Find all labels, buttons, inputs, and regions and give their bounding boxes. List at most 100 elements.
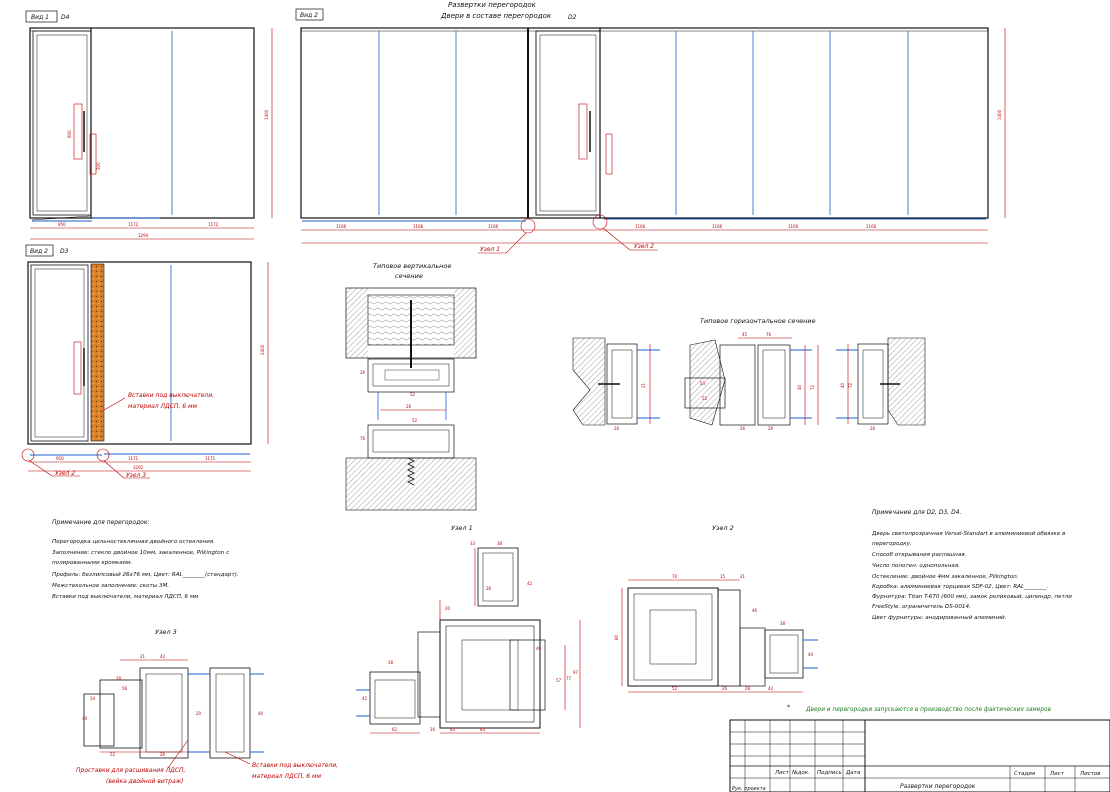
dim-label: 26 [430,727,436,732]
dim-label: 26 [406,404,412,409]
stamp-header: №док. [791,770,810,776]
dim-label: 1166 [635,224,646,229]
dim-label: 56 [122,686,128,691]
dim-label: 3292 [133,465,144,470]
dim-label: 26 [160,752,166,757]
dim-label: 97 [573,670,579,675]
view-2-code: D2 [568,14,577,21]
dim-label: 1172 [208,222,219,227]
dim-label: 52 [412,418,418,423]
callout-spacers: Проставки для расшивания ЛДСП, [76,767,186,774]
stamp-header: Дата [845,770,861,776]
dim-label: 600 [67,130,72,138]
callout-uzel-2b: Узел 2 [55,470,75,477]
notes-right-title: Примечание для D2, D3, D4. [872,509,962,516]
dim-label: 26 [360,370,366,375]
view-3-label: Вид 2 [30,248,48,255]
dim-label: 83 [450,727,456,732]
dim-label: 76 [766,332,772,337]
dim-label: 52 [410,392,416,397]
view-3: Вид 2 D3 2400 950 1171 1171 3292 Вставки… [21,244,269,479]
node-3-title: Узел 3 [155,628,177,636]
title-block: Лист №док. Подпись Дата Стадия Лист Лист… [729,719,1110,792]
dim-label: 1166 [413,224,424,229]
dim-label: 26 [870,426,876,431]
dim-label: 62 [392,727,398,732]
stamp-right-header: Листов [1079,771,1101,777]
dim-label: 1166 [336,224,347,229]
node-2: Узел 2 70 15 21 80 46 38 52 26 42 40 28 [614,524,818,693]
dim-label: 26 [614,426,620,431]
stamp-header: Лист [774,770,790,776]
dim-label: 300 [96,162,101,170]
dim-label: 2400 [260,344,265,355]
node-3: Узел 3 21 42 56 28 34 40 52 26 40 20 Про… [76,628,338,785]
horizontal-section: Типовое горизонтальное сечение 21 26 45 … [572,317,926,431]
node-1: Узел 1 38 33 42 77 20 36 57 97 40 38 83 … [356,524,581,734]
dim-label: 26 [722,686,728,691]
stamp-header: Подпись [817,770,842,776]
dim-label: 38 [388,660,394,665]
notes-left-line: Межстекольное заполнение: скоты 3М. [52,583,169,589]
dim-label: 26 [768,426,774,431]
dim-label: 1171 [205,456,216,461]
notes-right-line: Способ открывания распашная. [872,552,967,558]
callout-uzel-2: Узел 2 [634,243,654,250]
dim-label: 15 [720,574,726,579]
notes-right-line: Остекление: двойное 4мм закаленное, Pilk… [872,574,1019,580]
callout-uzel-1: Узел 1 [480,246,500,253]
dim-label: 36 [486,586,492,591]
dim-label: 52 [110,752,116,757]
callout-spacers-line2: (вейка двойной витраж) [106,778,184,785]
dim-label: 72 [810,384,815,390]
dim-label: 20 [445,606,451,611]
dim-label: 40 [258,711,264,716]
door-handle [73,103,83,160]
dim-label: 77 [566,676,572,681]
node-2-title: Узел 2 [712,524,734,532]
svg-text:*: * [787,704,790,711]
notes-left-line: Перегородка цельностеклянная двойного ос… [52,539,215,545]
view-1-label-box [25,10,58,23]
notes-left-line: Профиль: безлипсовый 26х76 мм, Цвет: RAL… [52,572,239,578]
dim-label: 52 [672,686,678,691]
dim-label: 950 [56,456,64,461]
view-3-code: D3 [60,248,69,255]
vertical-section: Типовое вертикальное сечение 26 52 26 76… [345,262,477,511]
sheet-title-line1: Развертки перегородок [448,1,537,9]
stamp-row-label: Рук. проекта [732,786,766,792]
callout-uzel-3: Узел 3 [126,472,146,479]
dim-label: 38 [497,541,503,546]
view-1-label: Вид 1 [31,14,49,21]
dim-label: 70 [672,574,678,579]
dim-label: 28 [116,676,122,681]
dim-label: 1166 [788,224,799,229]
dim-label: 42 [362,696,368,701]
production-note: Двери и перегородки запускаются в произв… [805,707,1052,713]
view-1-code: D4 [61,14,70,21]
dim-label: 57 [556,678,562,683]
dim-label: 38 [780,621,786,626]
view-2-frame [300,27,989,219]
dim-label: 42 [768,686,774,691]
view-1-frame [29,27,255,219]
vertical-section-title: Типовое вертикальное [373,262,451,270]
vertical-section-title-line2: сечение [395,272,423,280]
dim-label: 1166 [712,224,723,229]
dim-label: 80 [614,634,619,640]
dim-label: 76 [360,436,366,441]
view-2-label: Вид 2 [300,12,318,19]
dim-label: 1166 [866,224,877,229]
dim-label: 1400 [997,109,1002,120]
notes-left-title: Примечание для перегородок: [52,519,149,526]
dim-label: 21 [140,654,146,659]
notes-left-line: Заполнение: стекло двойное 10мм, закален… [52,550,229,556]
notes-right-line: Цвет фурнитуры: анодированный алюминий. [872,615,1007,621]
node-1-title: Узел 1 [451,524,473,532]
view-2: Вид 2 1400 1166 1166 1166 1166 1166 1166… [295,8,1006,254]
cork-insert [90,263,105,442]
dim-label: 950 [58,222,66,227]
notes-left-line: полированными кромками. [52,560,133,566]
dim-label: 1166 [488,224,499,229]
stamp-sheet-title: Развертки перегородок [900,783,976,790]
